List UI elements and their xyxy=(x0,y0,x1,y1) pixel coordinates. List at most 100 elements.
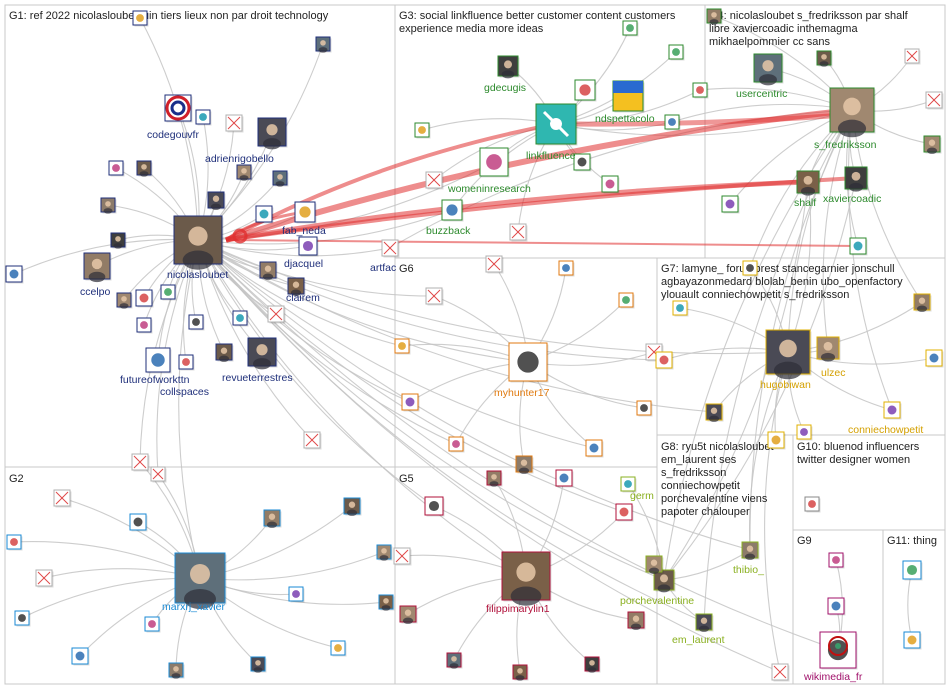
node-g4-e[interactable] xyxy=(923,135,942,154)
node-g2-d[interactable] xyxy=(343,497,362,516)
node-g4-d[interactable] xyxy=(925,91,944,110)
node-g7-h[interactable] xyxy=(796,424,813,441)
node-thibio_[interactable] xyxy=(741,541,760,560)
node-g1-t[interactable] xyxy=(188,314,205,331)
node-fab-neda[interactable] xyxy=(294,201,317,224)
node-g7-f[interactable] xyxy=(705,403,724,422)
node-g5-g[interactable] xyxy=(446,652,463,669)
node-ccelpo[interactable] xyxy=(83,252,112,283)
node-g6-b[interactable] xyxy=(558,260,575,277)
node-ulzec[interactable] xyxy=(816,336,841,362)
node-g2-c[interactable] xyxy=(263,509,282,528)
node-g10-a[interactable] xyxy=(804,496,821,513)
node-filippimarylin1[interactable] xyxy=(501,551,552,606)
node-g2-n[interactable] xyxy=(250,656,267,673)
node-g5-i[interactable] xyxy=(584,656,601,673)
node-g1-k[interactable] xyxy=(255,205,274,224)
node-g7-b[interactable] xyxy=(742,260,759,277)
node-g6-c[interactable] xyxy=(425,287,444,306)
node-g2-j[interactable] xyxy=(14,610,31,627)
node-g2-g[interactable] xyxy=(376,544,393,561)
node-g3-h[interactable] xyxy=(664,114,681,131)
node-g1-h[interactable] xyxy=(207,191,226,210)
node-futureofworkttn[interactable] xyxy=(145,347,172,374)
node-g1-m[interactable] xyxy=(259,261,278,280)
node-s_fredriksson[interactable] xyxy=(829,87,876,138)
node-g3-d[interactable] xyxy=(425,171,444,190)
node-g1-a[interactable] xyxy=(132,10,149,27)
node-g7-a[interactable] xyxy=(672,300,689,317)
node-g5-a[interactable] xyxy=(424,496,445,517)
node-g6-k[interactable] xyxy=(515,455,534,474)
node-conniechowpetit[interactable] xyxy=(883,401,902,420)
node-wikimedia_fr[interactable] xyxy=(819,631,858,670)
node-g2-k[interactable] xyxy=(144,616,161,633)
node-buzzback[interactable] xyxy=(441,199,464,222)
node-g6-i[interactable] xyxy=(448,436,465,453)
node-djacquel[interactable] xyxy=(298,236,319,257)
node-myhunter17[interactable] xyxy=(508,342,549,383)
node-g7-c[interactable] xyxy=(913,293,932,312)
node-g1-r[interactable] xyxy=(267,305,286,324)
node-g8-a[interactable] xyxy=(645,555,664,574)
node-g2-i[interactable] xyxy=(378,594,395,611)
node-g2-h[interactable] xyxy=(288,586,305,603)
node-g11-a[interactable] xyxy=(902,560,923,581)
node-g6-e[interactable] xyxy=(394,338,411,355)
node-g1-f[interactable] xyxy=(136,160,153,177)
node-clairem[interactable] xyxy=(287,277,306,296)
node-g3-c[interactable] xyxy=(414,122,431,139)
node-g1-c[interactable] xyxy=(195,109,212,126)
node-g1-u[interactable] xyxy=(136,317,153,334)
node-porchevalentine[interactable] xyxy=(653,569,676,593)
node-g1-v[interactable] xyxy=(215,343,234,362)
node-g1-e[interactable] xyxy=(108,160,125,177)
node-g3-b[interactable] xyxy=(622,20,639,37)
node-g5-b[interactable] xyxy=(486,470,503,487)
node-g11-b[interactable] xyxy=(903,631,922,650)
node-collspaces[interactable] xyxy=(178,354,195,371)
node-g5-e[interactable] xyxy=(393,547,412,566)
node-g3-g[interactable] xyxy=(601,175,620,194)
node-g3-f[interactable] xyxy=(573,153,592,172)
node-g4-g[interactable] xyxy=(849,237,868,256)
node-g2-e[interactable] xyxy=(6,534,23,551)
node-g7-e[interactable] xyxy=(655,351,674,370)
node-marxrj_xavier[interactable] xyxy=(174,552,227,609)
node-g5-j[interactable] xyxy=(627,611,646,630)
node-g1-g[interactable] xyxy=(100,197,117,214)
node-g2-m[interactable] xyxy=(168,662,185,679)
node-g6-j[interactable] xyxy=(585,439,604,458)
node-artfac[interactable] xyxy=(381,239,400,258)
node-g3-e[interactable] xyxy=(509,223,528,242)
node-g6-a[interactable] xyxy=(485,255,504,274)
node-g7-d[interactable] xyxy=(925,349,944,368)
node-hugobiwan[interactable] xyxy=(765,329,812,380)
node-g2-l[interactable] xyxy=(71,647,90,666)
node-xaviercoadic[interactable] xyxy=(844,166,869,192)
node-usercentric[interactable] xyxy=(753,53,784,86)
node-g1-y[interactable] xyxy=(150,466,167,483)
node-g9-b[interactable] xyxy=(827,597,846,616)
node-g1-x[interactable] xyxy=(131,453,150,472)
node-g1-p[interactable] xyxy=(160,284,177,301)
node-g5-c[interactable] xyxy=(555,469,574,488)
node-shalf[interactable] xyxy=(796,170,821,196)
node-g1-i[interactable] xyxy=(236,164,253,181)
node-g1-o[interactable] xyxy=(135,289,154,308)
node-g4-b[interactable] xyxy=(816,50,833,67)
node-g1-b[interactable] xyxy=(315,36,332,53)
node-g1-s[interactable] xyxy=(232,310,249,327)
node-g7-g[interactable] xyxy=(767,431,786,450)
node-g4-a[interactable] xyxy=(706,8,723,25)
node-g1-d[interactable] xyxy=(225,114,244,133)
node-g4-c[interactable] xyxy=(904,48,921,65)
node-g9-a[interactable] xyxy=(828,552,845,569)
node-em_laurent[interactable] xyxy=(695,613,714,632)
node-g5-f[interactable] xyxy=(399,605,418,624)
node-g4-f[interactable] xyxy=(721,195,740,214)
node-g6-f[interactable] xyxy=(401,393,420,412)
node-gdecugis[interactable] xyxy=(497,55,520,79)
node-womeninresearch[interactable] xyxy=(479,147,510,178)
node-g2-f[interactable] xyxy=(35,569,54,588)
